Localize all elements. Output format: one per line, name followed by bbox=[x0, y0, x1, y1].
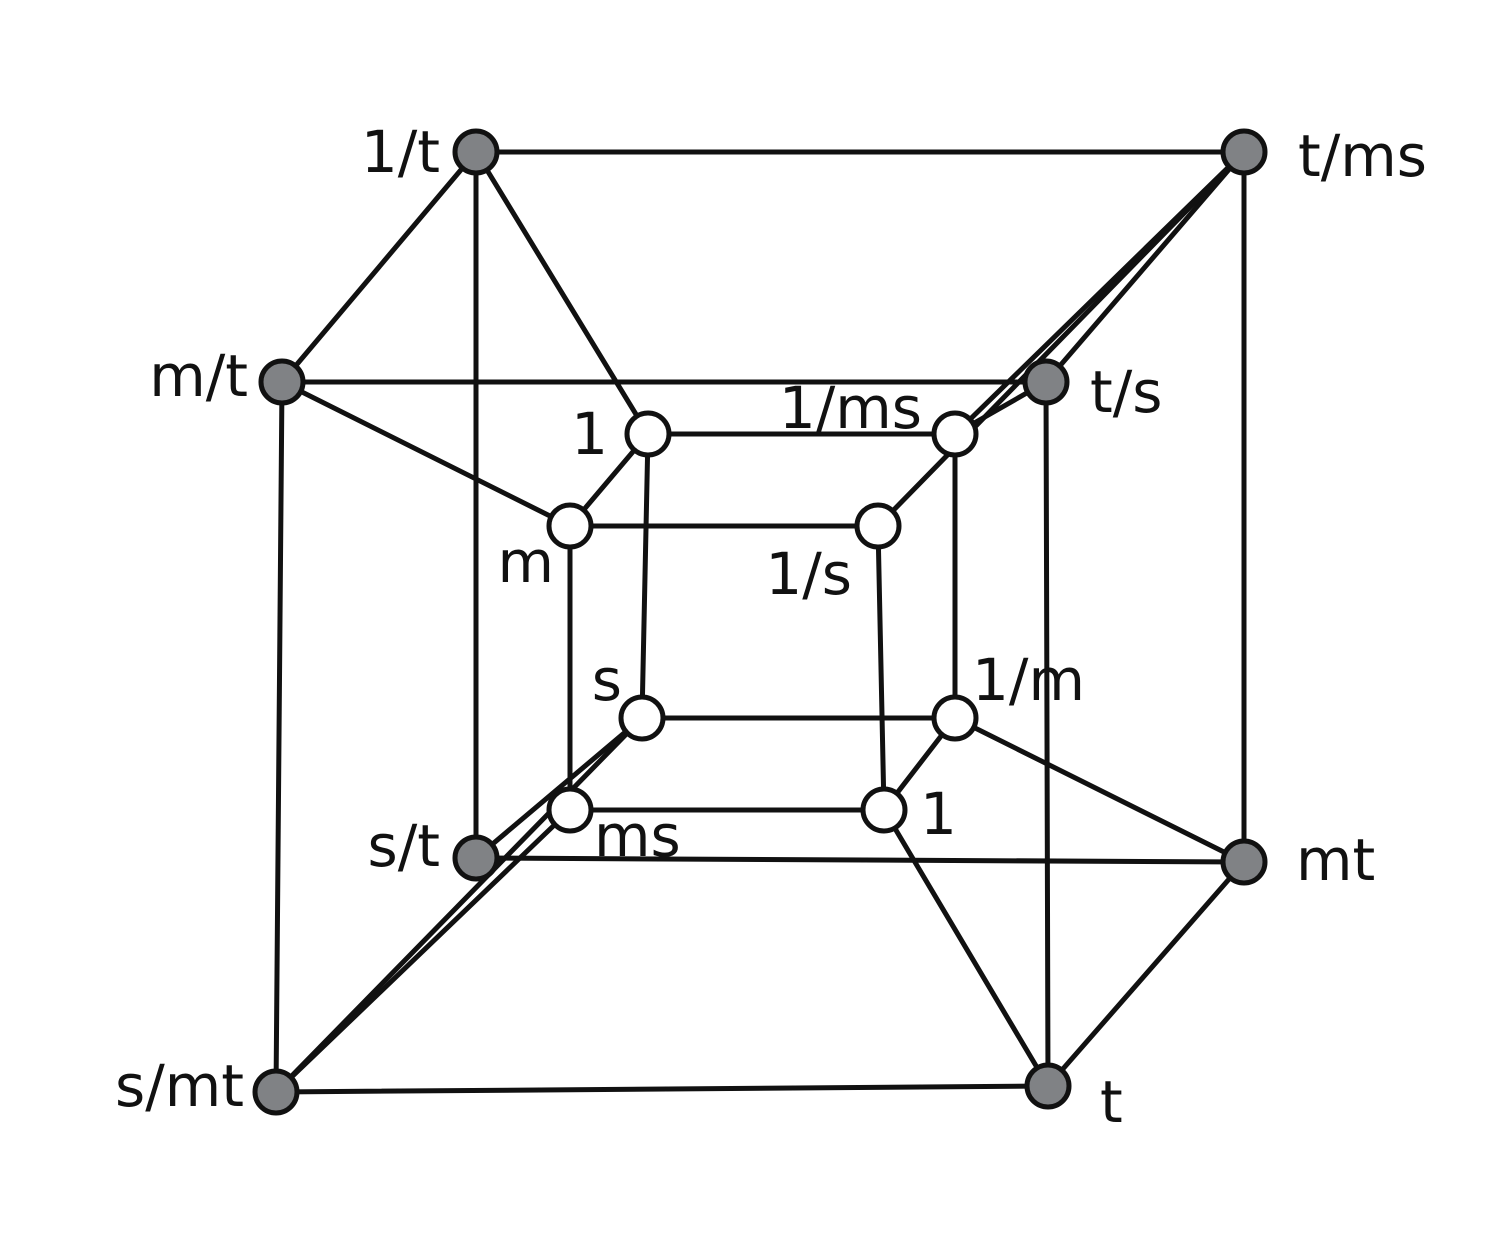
inner-node-i6 bbox=[931, 694, 979, 742]
edge-o5-i5 bbox=[473, 715, 645, 861]
inner-node-i7 bbox=[546, 786, 594, 834]
edge-o1-o3 bbox=[279, 149, 479, 385]
inner-node-i8 bbox=[860, 786, 908, 834]
node-label-i1: 1 bbox=[571, 400, 608, 468]
node-label-i6: 1/m bbox=[972, 646, 1085, 714]
node-label-o1: 1/t bbox=[361, 118, 440, 186]
outer-node-o2 bbox=[1220, 128, 1268, 176]
node-layer bbox=[252, 128, 1268, 1116]
inner-node-i2 bbox=[931, 410, 979, 458]
outer-node-o7 bbox=[252, 1068, 300, 1116]
outer-node-o1 bbox=[452, 128, 500, 176]
node-label-i5: s bbox=[592, 646, 622, 714]
edge-o7-i5 bbox=[273, 715, 645, 1095]
label-layer: 1/t t/ms m/t t/s s/t mt s/mt t 1 1/ms m 1/s s 1/m ms 1 bbox=[115, 118, 1427, 1136]
inner-node-i5 bbox=[618, 694, 666, 742]
node-label-i4: 1/s bbox=[765, 540, 852, 608]
node-label-o8: t bbox=[1100, 1068, 1123, 1136]
edge-o4-o8 bbox=[1043, 379, 1051, 1089]
outer-node-o5 bbox=[452, 834, 500, 882]
edge-o1-i1 bbox=[473, 149, 651, 437]
edge-o3-i3 bbox=[279, 379, 573, 529]
node-label-o6: mt bbox=[1296, 826, 1375, 894]
outer-node-o8 bbox=[1024, 1062, 1072, 1110]
edge-o2-o4 bbox=[1043, 149, 1247, 385]
outer-node-o6 bbox=[1220, 838, 1268, 886]
node-label-i3: m bbox=[498, 528, 555, 596]
edge-o3-o7 bbox=[273, 379, 285, 1095]
edge-o6-i6 bbox=[952, 715, 1247, 865]
node-label-i7: ms bbox=[594, 802, 681, 870]
node-label-o7: s/mt bbox=[115, 1052, 244, 1120]
edge-o5-o6 bbox=[473, 855, 1247, 865]
inner-node-i1 bbox=[624, 410, 672, 458]
node-label-o2: t/ms bbox=[1298, 122, 1427, 190]
edge-o6-o8 bbox=[1045, 859, 1247, 1089]
node-label-o4: t/s bbox=[1090, 358, 1163, 426]
node-label-o5: s/t bbox=[368, 812, 441, 880]
edge-i4-i8 bbox=[875, 523, 887, 813]
inner-node-i3 bbox=[546, 502, 594, 550]
edge-layer bbox=[273, 149, 1247, 1095]
edge-o8-i8 bbox=[881, 807, 1051, 1089]
edge-o7-o8 bbox=[273, 1083, 1051, 1095]
outer-node-o3 bbox=[258, 358, 306, 406]
edge-o7-i7 bbox=[273, 807, 573, 1095]
node-label-i2: 1/ms bbox=[779, 374, 922, 442]
inner-node-i4 bbox=[854, 502, 902, 550]
node-label-i8: 1 bbox=[920, 780, 957, 848]
node-label-o3: m/t bbox=[149, 342, 248, 410]
edge-o2-i4 bbox=[875, 149, 1247, 529]
edge-i1-i5 bbox=[639, 431, 651, 721]
outer-node-o4 bbox=[1022, 358, 1070, 406]
